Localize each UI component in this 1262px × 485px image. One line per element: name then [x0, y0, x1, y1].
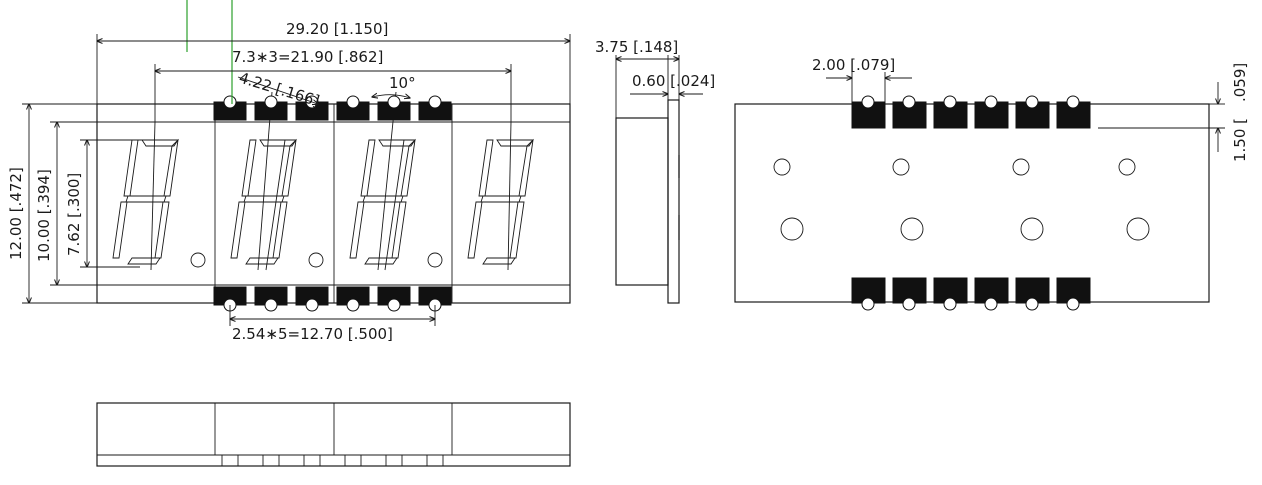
digit-3	[349, 139, 416, 265]
height-inner-label: 10.00 [.394]	[35, 169, 53, 262]
pcb-small-holes	[773, 158, 1136, 176]
front-outline	[96, 103, 571, 304]
slant-line-3	[377, 91, 397, 271]
slant-line-4	[507, 121, 512, 271]
char-height-label: 7.62 [.300]	[65, 173, 83, 256]
decimal-point-1	[190, 252, 206, 268]
bottom-view	[96, 402, 571, 467]
pcb-top-pads	[851, 95, 1091, 129]
front-top-pins	[213, 95, 452, 121]
side-body	[615, 117, 669, 286]
side-view: 3.75 [.148] 0.60 [.024]	[595, 38, 715, 304]
digit-4	[467, 139, 534, 265]
overall-width-label: 29.20 [1.150]	[286, 20, 388, 38]
slant-line-5	[265, 139, 286, 271]
front-bottom-pins	[213, 286, 452, 312]
pin-pitch-label: 2.54∗5=12.70 [.500]	[232, 325, 393, 343]
digit-1	[112, 139, 179, 265]
pcb-outline	[734, 103, 1210, 303]
front-view: 29.20 [1.150] 7.3∗3=21.90 [.862] 4.22 [.…	[7, 0, 570, 343]
bottom-outline	[96, 402, 571, 467]
slant-line-2	[257, 91, 273, 271]
slant-line-6	[384, 139, 405, 271]
pcb-back-view: 2.00 [.079] .059] 1.50 [	[734, 56, 1249, 311]
side-pcb	[667, 99, 680, 304]
digit-pitch-label: 7.3∗3=21.90 [.862]	[232, 48, 383, 66]
pad-offset-top-label: .059]	[1231, 63, 1249, 102]
pad-offset-main-label: 1.50 [	[1231, 118, 1249, 162]
pad-width-label: 2.00 [.079]	[812, 56, 895, 74]
side-pcb-label: 0.60 [.024]	[632, 72, 715, 90]
slant-angle-arc	[372, 95, 410, 98]
bottom-pin-marks	[221, 455, 444, 466]
height-total-label: 12.00 [.472]	[7, 167, 25, 260]
slant-line-1	[150, 121, 156, 271]
decimal-point-2	[308, 252, 324, 268]
pcb-large-holes	[780, 217, 1150, 241]
pcb-bottom-pads	[851, 277, 1091, 311]
slant-angle-label: 10°	[389, 74, 416, 92]
decimal-point-3	[427, 252, 443, 268]
side-depth-label: 3.75 [.148]	[595, 38, 678, 56]
segment-width-dim-line	[237, 76, 318, 104]
